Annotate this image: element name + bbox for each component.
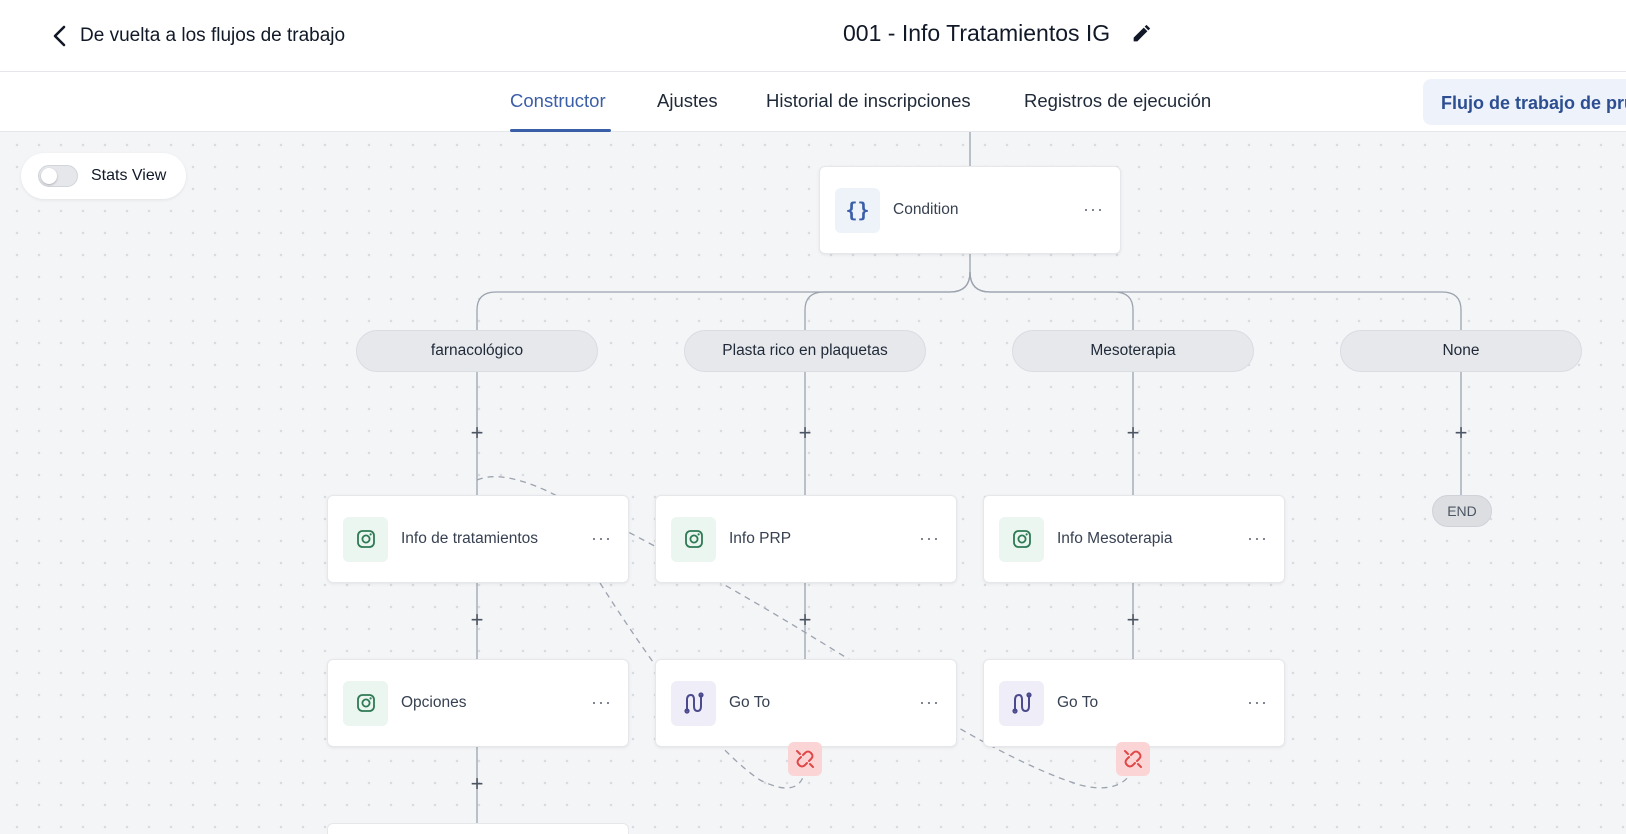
goto-icon [999,680,1044,726]
back-link-label: De vuelta a los flujos de trabajo [80,25,346,46]
node-label: Opciones [401,694,467,711]
node-goto-1[interactable]: Go To ··· [655,659,957,747]
add-step-button[interactable]: + [470,771,484,796]
node-label: Go To [1057,694,1099,711]
end-marker: END [1432,495,1492,527]
add-step-button[interactable]: + [470,607,484,632]
node-goto-2[interactable]: Go To ··· [983,659,1285,747]
stats-view-toggle[interactable] [38,165,78,187]
node-label: Info de tratamientos [401,530,538,547]
broken-link-icon [796,750,814,768]
more-options-icon[interactable]: ··· [1083,199,1104,219]
more-options-icon[interactable]: ··· [1247,692,1268,712]
goto-icon [671,680,716,726]
add-step-button[interactable]: + [798,607,812,632]
edit-pencil-icon[interactable] [1130,23,1152,45]
broken-link-icon [1124,750,1142,768]
add-step-button[interactable]: + [1126,420,1140,445]
node-info-mesoterapia[interactable]: Info Mesoterapia ··· [983,495,1285,583]
workflow-title: 001 - Info Tratamientos IG [843,20,1111,46]
chevron-left-icon [53,25,66,47]
active-tab-indicator [510,129,611,132]
node-label: Go To [729,694,771,711]
stats-view-label: Stats View [91,167,167,184]
node-label: Info Mesoterapia [1057,530,1173,547]
back-to-workflows-link[interactable]: De vuelta a los flujos de trabajo [50,24,345,48]
tab-historial-inscripciones[interactable]: Historial de inscripciones [766,90,971,111]
condition-node[interactable]: {} Condition ··· [819,166,1121,254]
node-info-tratamientos[interactable]: Info de tratamientos ··· [327,495,629,583]
node-label: Info PRP [729,530,792,547]
tab-constructor[interactable]: Constructor [510,90,606,111]
branch-none[interactable]: None [1340,330,1582,372]
add-step-button[interactable]: + [470,420,484,445]
branch-plasta-rico[interactable]: Plasta rico en plaquetas [684,330,926,372]
add-step-button[interactable]: + [798,420,812,445]
unlink-button[interactable] [788,742,822,776]
more-options-icon[interactable]: ··· [591,692,612,712]
more-options-icon[interactable]: ··· [591,528,612,548]
workflow-title-area: 001 - Info Tratamientos IG [843,20,1152,47]
top-bar: De vuelta a los flujos de trabajo 001 - … [0,0,1626,72]
tab-registros-ejecucion[interactable]: Registros de ejecución [1024,90,1212,111]
instagram-icon [343,516,388,562]
branch-farnacologico[interactable]: farnacológico [356,330,598,372]
add-step-button[interactable]: + [1454,420,1468,445]
braces-icon: {} [835,187,880,233]
next-node-card[interactable] [327,823,629,834]
add-step-button[interactable]: + [1126,607,1140,632]
instagram-icon [671,516,716,562]
test-workflow-button[interactable]: Flujo de trabajo de prue [1423,79,1626,125]
unlink-button[interactable] [1116,742,1150,776]
more-options-icon[interactable]: ··· [1247,528,1268,548]
node-opciones[interactable]: Opciones ··· [327,659,629,747]
more-options-icon[interactable]: ··· [919,528,940,548]
node-label: Condition [893,201,959,218]
more-options-icon[interactable]: ··· [919,692,940,712]
tab-bar: Constructor Ajustes Historial de inscrip… [0,72,1626,132]
node-info-prp[interactable]: Info PRP ··· [655,495,957,583]
instagram-icon [343,680,388,726]
branch-mesoterapia[interactable]: Mesoterapia [1012,330,1254,372]
tab-ajustes[interactable]: Ajustes [657,90,718,111]
instagram-icon [999,516,1044,562]
stats-view-control: Stats View [21,153,186,199]
